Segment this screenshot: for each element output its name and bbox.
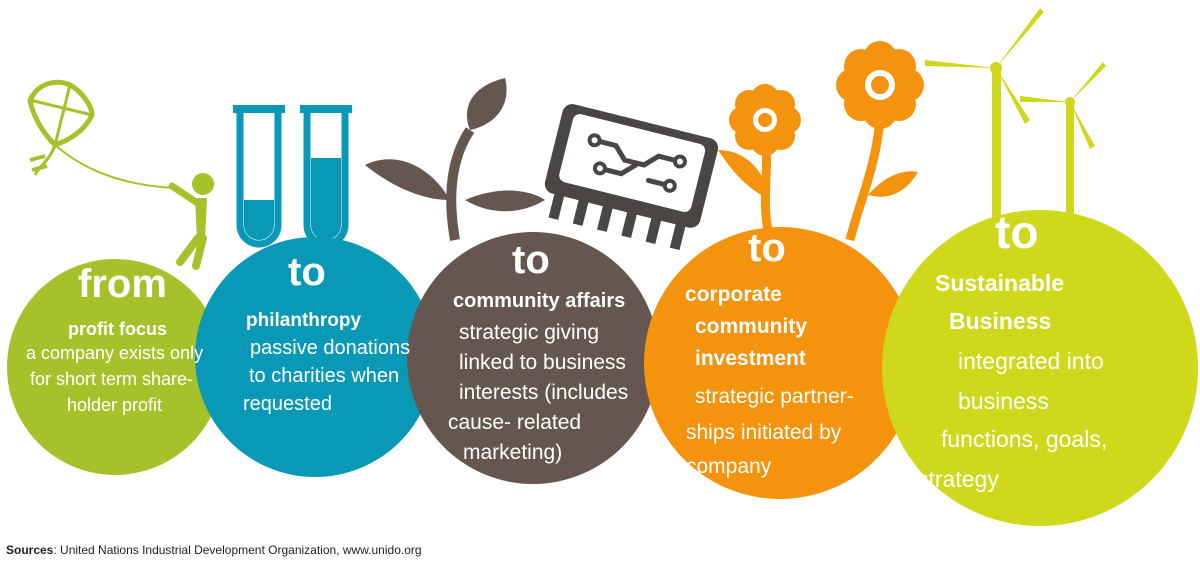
stage-desc-line: linked to business [459,351,626,374]
stage-word: to [748,226,786,270]
stage-word: to [288,250,326,294]
sprout-icon [365,78,545,241]
stage-word: to [512,238,550,282]
stage-desc-line: passive donations [250,337,411,359]
stage-desc-line: marketing) [463,441,563,464]
stage-heading: profit focus [68,319,167,339]
profit-circle [7,259,223,475]
sustainable-circle [882,210,1198,526]
stage-desc-line: holder profit [67,395,163,415]
stage-desc-line: integrated into [958,348,1104,374]
stage-desc-line: to charities when [249,365,400,387]
stage-desc-line: company [686,455,772,478]
test-tubes-icon [233,105,352,248]
stage-heading: community [695,315,808,338]
community-affairs-circle [407,232,659,484]
stage-desc-line: a company exists only [26,343,204,363]
stage-heading: philanthropy [246,310,362,331]
stage-desc-line: requested [243,393,332,415]
flowers-icon [718,41,924,242]
stage-word: to [995,206,1039,258]
stage-desc-line: strategic partner- [695,385,854,408]
stage-desc-line: cause- related [448,411,582,434]
stage-heading: corporate [685,283,782,306]
stage-heading: community affairs [453,290,626,312]
stage-desc-line: interests (includes [459,381,629,404]
kite-flyer-icon [27,79,214,270]
sources-note: Sources: United Nations Industrial Devel… [6,543,422,557]
community-investment-circle [644,227,916,499]
wind-turbines-icon [925,8,1106,220]
stage-desc-line: functions, goals, [941,426,1108,452]
stage-desc-line: strategy [917,466,999,492]
stage-word: from [78,262,167,306]
stage-heading: Business [949,308,1052,334]
microchip-icon [544,104,719,251]
stage-desc-line: ships initiated by [686,421,842,444]
stage-heading: Sustainable [935,270,1065,296]
sources-text: : United Nations Industrial Development … [53,543,422,557]
philanthropy-circle [195,237,435,477]
stage-desc-line: for short term share- [30,369,194,389]
stage-desc-line: strategic giving [459,321,600,344]
stage-desc-line: business [958,388,1049,414]
sources-label: Sources [6,543,54,557]
stage-heading: investment [695,347,806,370]
